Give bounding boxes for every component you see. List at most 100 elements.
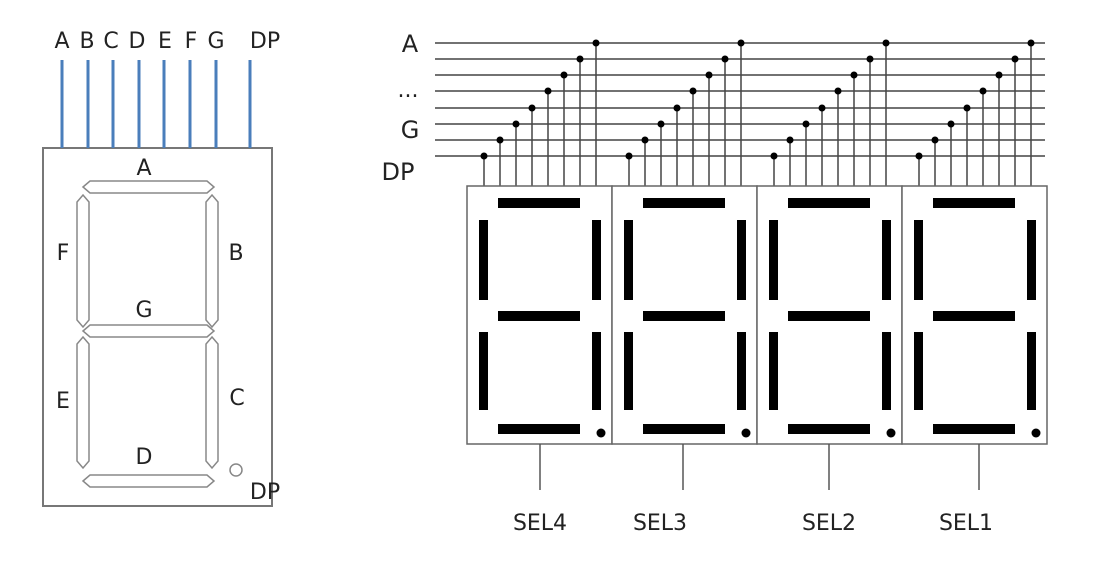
segment-a (788, 198, 870, 208)
junction-dot (480, 152, 488, 160)
segment-e (479, 332, 488, 410)
junction-dot (544, 87, 552, 95)
select-label-3: SEL3 (633, 511, 687, 536)
bus-label-dp: DP (382, 158, 415, 186)
segment-c (592, 332, 601, 410)
segment-label-a: A (136, 156, 151, 181)
segment-dp (1031, 428, 1041, 438)
select-label-1: SEL1 (939, 511, 993, 536)
junction-dot (689, 87, 697, 95)
pin-label-g: G (207, 29, 224, 54)
junction-dot (625, 152, 633, 160)
pin-label-dp: DP (250, 29, 280, 54)
junction-dot (866, 55, 874, 63)
segment-dp (596, 428, 606, 438)
segment-label-g: G (135, 298, 152, 323)
segment-c (882, 332, 891, 410)
segment-a (933, 198, 1015, 208)
segment-e (914, 332, 923, 410)
segment-b (882, 220, 891, 300)
junction-dot (834, 87, 842, 95)
segment-label-dp: DP (250, 480, 280, 505)
segment-f (769, 220, 778, 300)
select-label-2: SEL2 (802, 511, 856, 536)
junction-dot (705, 71, 713, 79)
segment-label-f: F (57, 241, 70, 266)
junction-dot (818, 104, 826, 112)
segment-b (1027, 220, 1036, 300)
segment-a (498, 198, 580, 208)
digit-3 (611, 39, 758, 490)
segment-f (624, 220, 633, 300)
junction-dot (496, 136, 504, 144)
junction-dot (963, 104, 971, 112)
segment-g (643, 311, 725, 321)
segment-b (592, 220, 601, 300)
pin-label-a: A (54, 29, 69, 54)
segment-d (643, 424, 725, 434)
junction-dot (512, 120, 520, 128)
segment-g (933, 311, 1015, 321)
segment-e (624, 332, 633, 410)
segment-e (76, 335, 90, 470)
junction-dot (560, 71, 568, 79)
segment-b (737, 220, 746, 300)
junction-dot (721, 55, 729, 63)
junction-dot (737, 39, 745, 47)
segment-c (1027, 332, 1036, 410)
junction-dot (1027, 39, 1035, 47)
digit-1 (901, 39, 1048, 490)
junction-dot (931, 136, 939, 144)
junction-dot (770, 152, 778, 160)
bus-label-ellipsis: ... (398, 78, 419, 103)
junction-dot (995, 71, 1003, 79)
pin-label-d: D (129, 29, 146, 54)
junction-dot (1011, 55, 1019, 63)
junction-dot (786, 136, 794, 144)
segment-a (643, 198, 725, 208)
junction-dot (576, 55, 584, 63)
select-label-4: SEL4 (513, 511, 567, 536)
segment-f (479, 220, 488, 300)
junction-dot (915, 152, 923, 160)
segment-c (737, 332, 746, 410)
segment-label-c: C (229, 386, 244, 411)
pin-label-e: E (158, 29, 172, 54)
junction-dot (802, 120, 810, 128)
segment-g (788, 311, 870, 321)
segment-f (76, 193, 90, 329)
segment-d (498, 424, 580, 434)
pin-label-f: F (185, 29, 198, 54)
segment-dp (741, 428, 751, 438)
segment-label-b: B (228, 241, 243, 266)
junction-dot (947, 120, 955, 128)
segment-d (933, 424, 1015, 434)
junction-dot (850, 71, 858, 79)
segment-d (788, 424, 870, 434)
junction-dot (592, 39, 600, 47)
decimal-point-segment (229, 463, 243, 477)
pin-label-b: B (79, 29, 94, 54)
junction-dot (641, 136, 649, 144)
junction-dot (882, 39, 890, 47)
junction-dot (673, 104, 681, 112)
junction-dot (979, 87, 987, 95)
segment-label-d: D (136, 445, 153, 470)
junction-dot (528, 104, 536, 112)
junction-dot (657, 120, 665, 128)
digit-4 (466, 39, 613, 490)
segment-g (81, 324, 216, 338)
segment-e (769, 332, 778, 410)
segment-label-e: E (56, 389, 70, 414)
digit-2 (756, 39, 903, 490)
bus-label-g: G (401, 116, 420, 144)
segment-c (205, 335, 219, 470)
segment-g (498, 311, 580, 321)
pin-label-c: C (103, 29, 118, 54)
segment-f (914, 220, 923, 300)
multiplexed-display-diagram: A ... G DP SEL4 SEL3 SEL2 SEL1 (382, 30, 1048, 536)
segment-b (205, 193, 219, 329)
segment-dp (886, 428, 896, 438)
